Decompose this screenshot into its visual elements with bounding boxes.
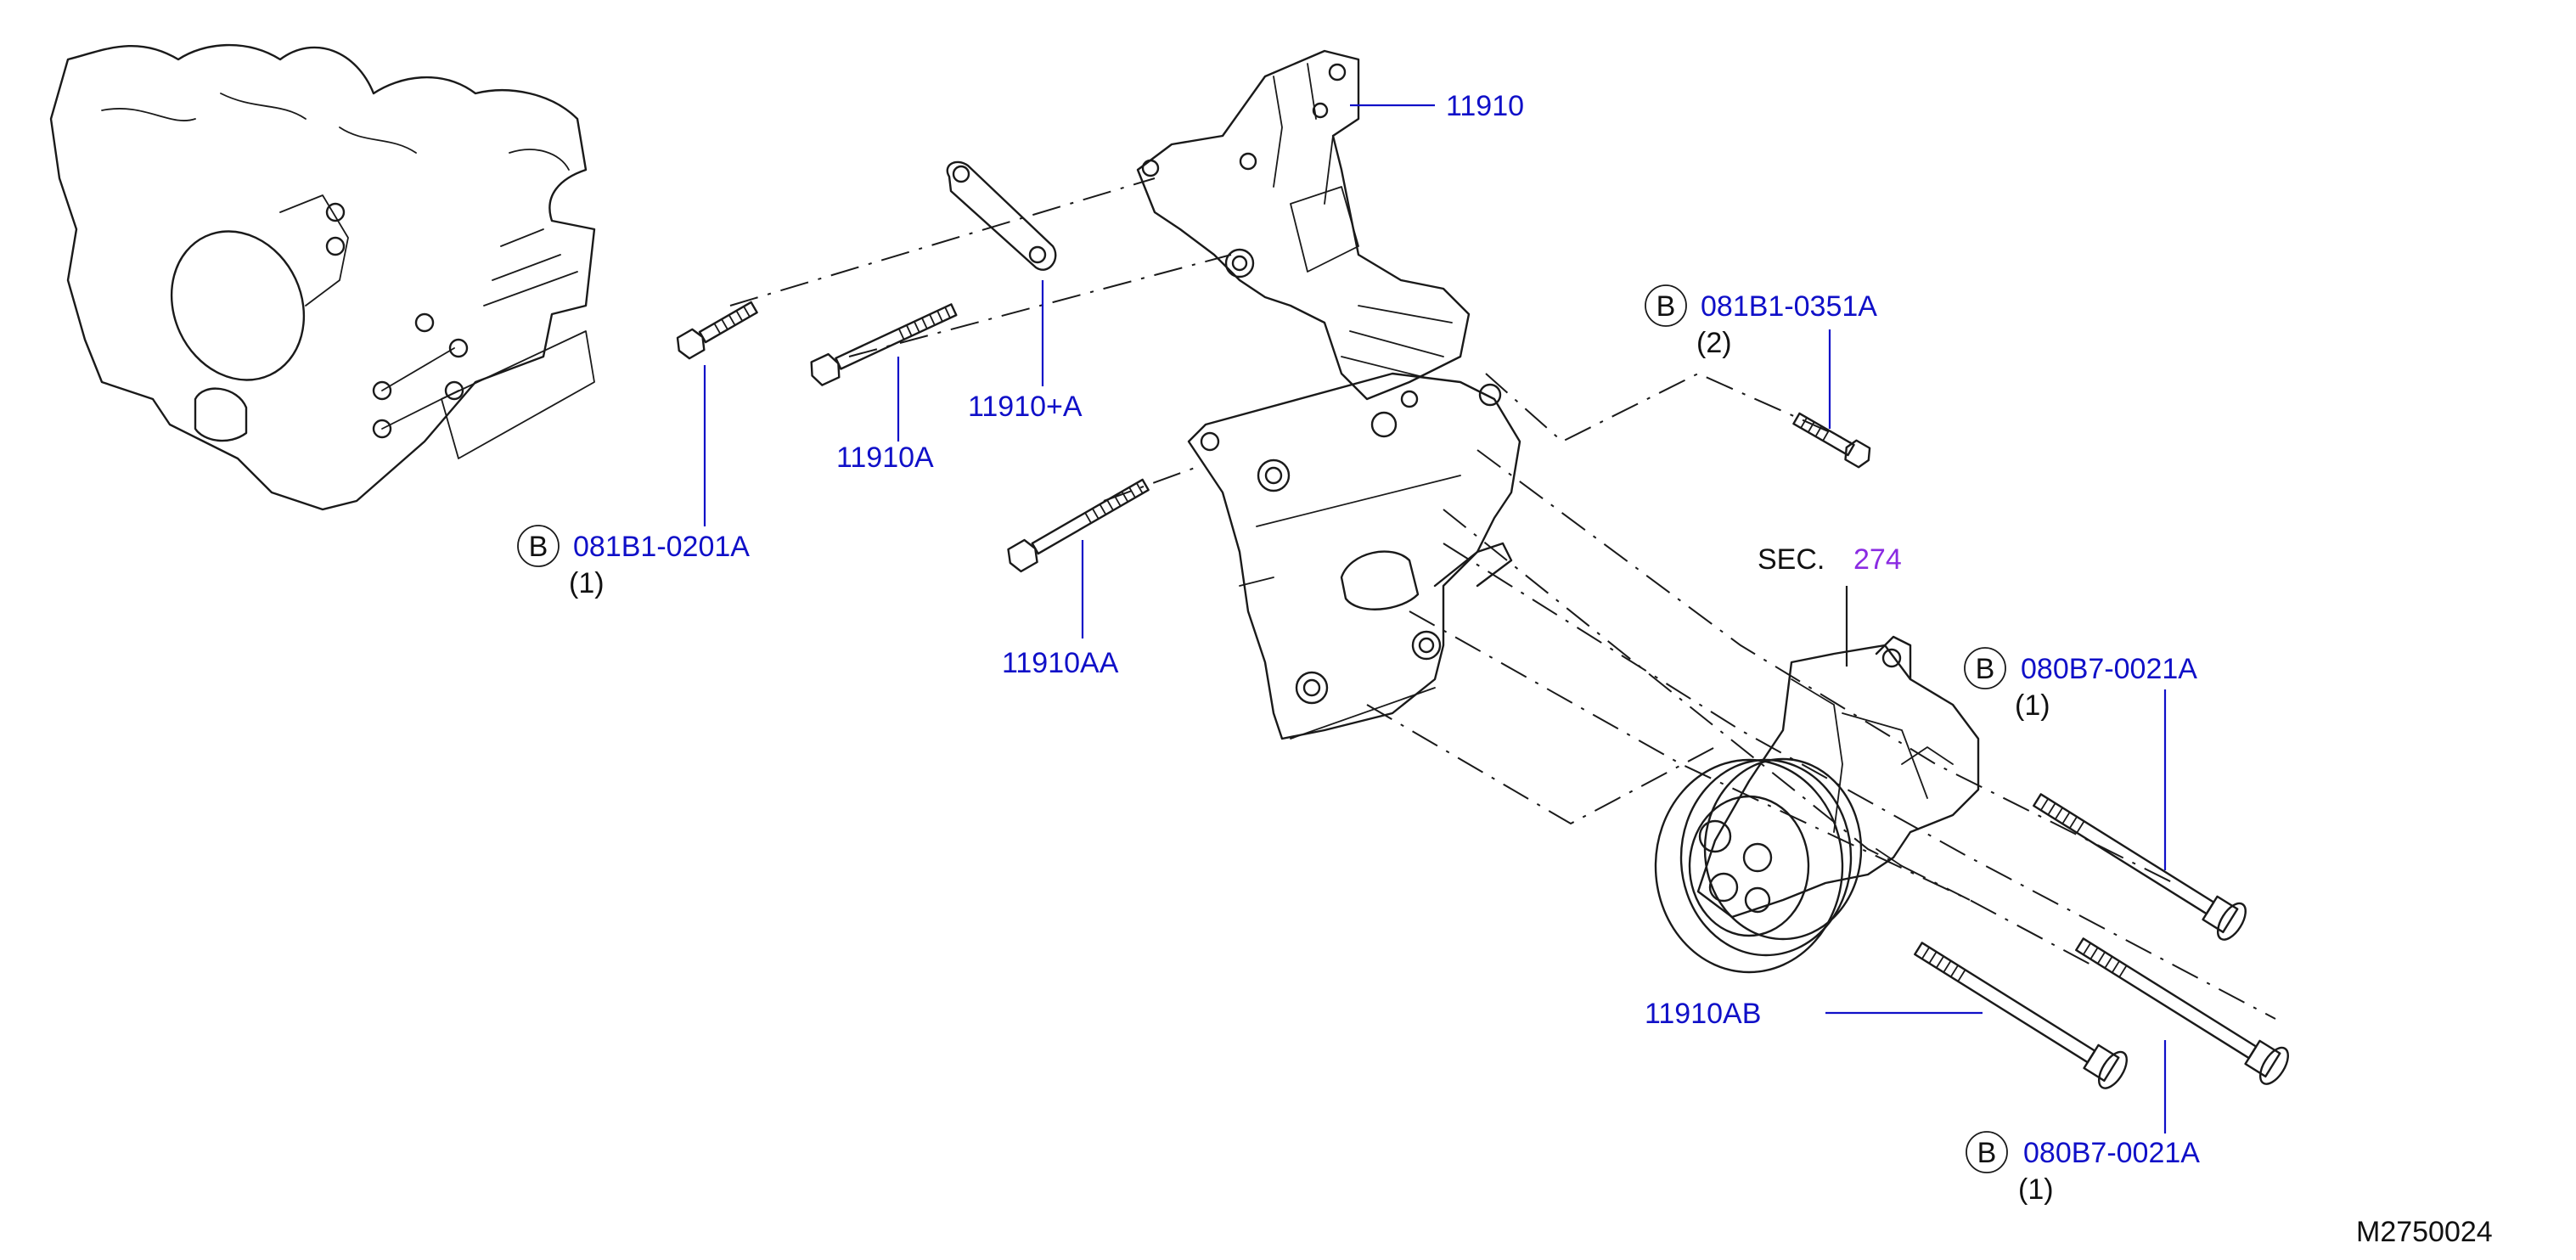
leader-lines — [703, 104, 2167, 1133]
callout-11910a[interactable]: 11910A — [836, 442, 934, 474]
quantity: (1) — [569, 567, 605, 599]
bolt-081b1-0201a — [676, 301, 758, 360]
callout-11910ab[interactable]: 11910AB — [1645, 998, 1761, 1030]
callout-11910-plus-a[interactable]: 11910+A — [968, 391, 1083, 423]
callout-080b7-0021a-lower[interactable]: B 080B7-0021A (1) — [1966, 1131, 2200, 1206]
quantity: (2) — [1696, 327, 1732, 359]
b-badge-letter: B — [1977, 1137, 1997, 1169]
part-number: 080B7-0021A — [2021, 653, 2197, 685]
b-badge-letter: B — [529, 531, 548, 563]
bolt-11910ab — [1914, 942, 2128, 1089]
engine-block-illustration — [49, 43, 596, 511]
part-number: 081B1-0351A — [1701, 290, 1877, 323]
compressor-mounting-bracket — [1187, 372, 1521, 740]
b-badge-letter: B — [1656, 290, 1676, 323]
part-number: 081B1-0201A — [573, 531, 750, 563]
bracket-11910 — [1136, 49, 1471, 401]
part-number: 080B7-0021A — [2023, 1137, 2200, 1169]
section-reference[interactable]: SEC. 274 — [1758, 543, 1902, 576]
diagram-id: M2750024 — [2356, 1216, 2493, 1248]
b-badge-circle — [1966, 1131, 2008, 1173]
bolt-11910aa — [1007, 478, 1150, 573]
b-badge-circle — [1964, 647, 2006, 689]
assembly-centerlines — [729, 177, 2276, 1020]
callout-11910aa[interactable]: 11910AA — [1002, 647, 1119, 679]
strap-11910-plus-a — [946, 160, 1057, 271]
b-badge-circle — [1645, 284, 1687, 327]
ac-compressor — [1654, 635, 1980, 974]
bolt-081b1-0351a — [1792, 412, 1871, 469]
callout-11910[interactable]: 11910 — [1446, 90, 1524, 122]
callout-081b1-0201a[interactable]: B 081B1-0201A (1) — [517, 525, 750, 599]
section-prefix: SEC. — [1758, 543, 1825, 576]
quantity: (1) — [2015, 689, 2050, 722]
quantity: (1) — [2018, 1173, 2054, 1206]
bolt-080b7-0021a-upper — [2033, 793, 2247, 941]
callout-080b7-0021a-upper[interactable]: B 080B7-0021A (1) — [1964, 647, 2197, 722]
b-badge-circle — [517, 525, 560, 567]
bolt-11910a — [810, 303, 958, 386]
callout-081b1-0351a[interactable]: B 081B1-0351A (2) — [1645, 284, 1877, 359]
section-link[interactable]: 274 — [1853, 543, 1902, 576]
b-badge-letter: B — [1976, 653, 1995, 685]
bolt-080b7-0021a-lower — [2075, 937, 2289, 1085]
